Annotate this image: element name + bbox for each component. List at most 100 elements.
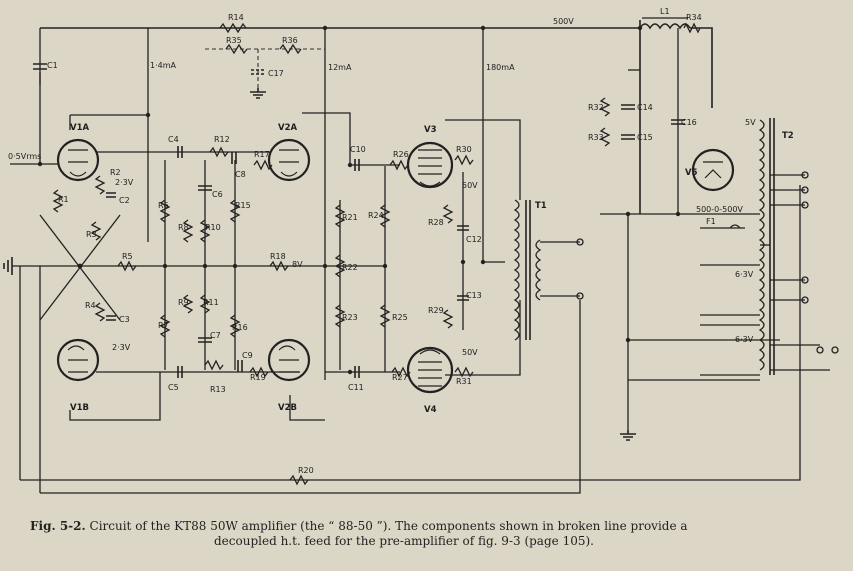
fuse-f1 (700, 224, 745, 229)
label-r34: R34 (686, 13, 702, 22)
label-voltage-50v-bottom: 50V (462, 348, 478, 357)
capacitor-c17 (251, 69, 265, 75)
label-r12: R12 (214, 135, 230, 144)
label-v4: V4 (424, 405, 437, 415)
resistor-r21 (334, 204, 346, 228)
label-c17: C17 (268, 69, 284, 78)
capacitor-c2 (106, 192, 116, 198)
resistor-r13 (204, 359, 224, 371)
label-c6: C6 (212, 190, 223, 199)
resistor-r22 (334, 254, 346, 278)
label-v1b: V1B (70, 403, 89, 413)
capacitor-c10 (354, 159, 360, 171)
label-r7: R7 (158, 321, 169, 330)
label-r29: R29 (428, 306, 444, 315)
label-v2b: V2B (278, 403, 297, 413)
label-c16: C16 (681, 118, 697, 127)
resistor-r26 (389, 159, 409, 171)
label-c12: C12 (466, 235, 482, 244)
resistor-r7 (159, 314, 171, 338)
ground-chassis (620, 430, 636, 441)
tube-v3 (406, 141, 454, 189)
label-c15: C15 (637, 133, 653, 142)
label-c7: C7 (210, 331, 221, 340)
label-r18: R18 (270, 252, 286, 261)
label-c5: C5 (168, 383, 179, 392)
label-current-12ma: 12mA (328, 63, 352, 72)
capacitor-c1 (33, 63, 47, 70)
label-v1a: V1A (70, 123, 89, 133)
label-c3: C3 (119, 315, 130, 324)
caption-line-1: Circuit of the KT88 50W amplifier (the “… (89, 519, 688, 533)
capacitor-c12 (457, 225, 469, 231)
label-r33: R33 (588, 133, 604, 142)
resistor-r17 (253, 159, 273, 171)
label-r32: R32 (588, 103, 604, 112)
label-input-voltage: 0·5Vrms (8, 152, 41, 161)
resistors (52, 22, 701, 486)
resistor-r20 (289, 474, 309, 486)
resistor-r23 (334, 304, 346, 328)
label-c9: C9 (242, 351, 253, 360)
label-r14: R14 (228, 13, 244, 22)
label-current-180ma: 180mA (486, 63, 515, 72)
resistor-r4 (94, 302, 106, 322)
label-t2: T2 (782, 131, 794, 141)
label-tap-500-0-500v: 500-0-500V (696, 205, 743, 214)
resistor-r33 (599, 127, 611, 147)
label-r25: R25 (392, 313, 408, 322)
label-r21: R21 (342, 213, 358, 222)
resistor-r8 (182, 219, 194, 243)
label-r16: R16 (232, 323, 248, 332)
capacitor-c3 (106, 315, 116, 321)
label-heater-6-3v-b: 6·3V (735, 335, 754, 344)
label-r15: R15 (235, 201, 251, 210)
tube-v1b (56, 338, 100, 382)
resistor-r14 (219, 22, 247, 34)
label-r27: R27 (392, 373, 408, 382)
label-t1: T1 (535, 201, 547, 211)
capacitor-c13 (457, 295, 469, 301)
resistor-r15 (229, 199, 241, 223)
label-r28: R28 (428, 218, 444, 227)
resistor-r3 (90, 221, 102, 241)
tube-v1a (56, 138, 100, 182)
resistor-r28 (442, 204, 454, 224)
resistor-r29 (442, 309, 454, 329)
label-c11: C11 (348, 383, 364, 392)
caption-line-2: decoupled h.t. feed for the pre-amplifie… (214, 534, 594, 548)
label-cathode-voltage-v1b: 2·3V (112, 343, 131, 352)
label-r26: R26 (393, 150, 409, 159)
resistor-r35 (225, 43, 248, 55)
label-r5: R5 (122, 252, 133, 261)
junction-dots (37, 25, 681, 375)
resistor-r32 (599, 97, 611, 117)
label-r1: R1 (58, 195, 69, 204)
label-r20: R20 (298, 466, 314, 475)
label-r35: R35 (226, 36, 242, 45)
resistor-r27 (391, 366, 411, 378)
label-ht-500v: 500V (553, 17, 574, 26)
tube-v4 (406, 346, 454, 394)
label-r22: R22 (342, 263, 358, 272)
capacitor-c4 (177, 146, 183, 158)
tube-v2b (267, 338, 311, 382)
resistor-r25 (379, 304, 391, 328)
capacitors (33, 63, 685, 378)
capacitor-c5 (177, 366, 183, 378)
transformer-t2 (758, 118, 839, 375)
label-r3: R3 (86, 230, 97, 239)
label-r24: R24 (368, 211, 384, 220)
ground-input (3, 257, 13, 275)
resistor-r2 (94, 175, 106, 195)
label-r6: R6 (158, 201, 169, 210)
label-c14: C14 (637, 103, 653, 112)
label-r13: R13 (210, 385, 226, 394)
resistor-r36 (279, 43, 302, 55)
resistor-r19 (249, 366, 269, 378)
label-r9: R9 (178, 298, 189, 307)
label-r23: R23 (342, 313, 358, 322)
resistor-r5 (117, 260, 137, 272)
